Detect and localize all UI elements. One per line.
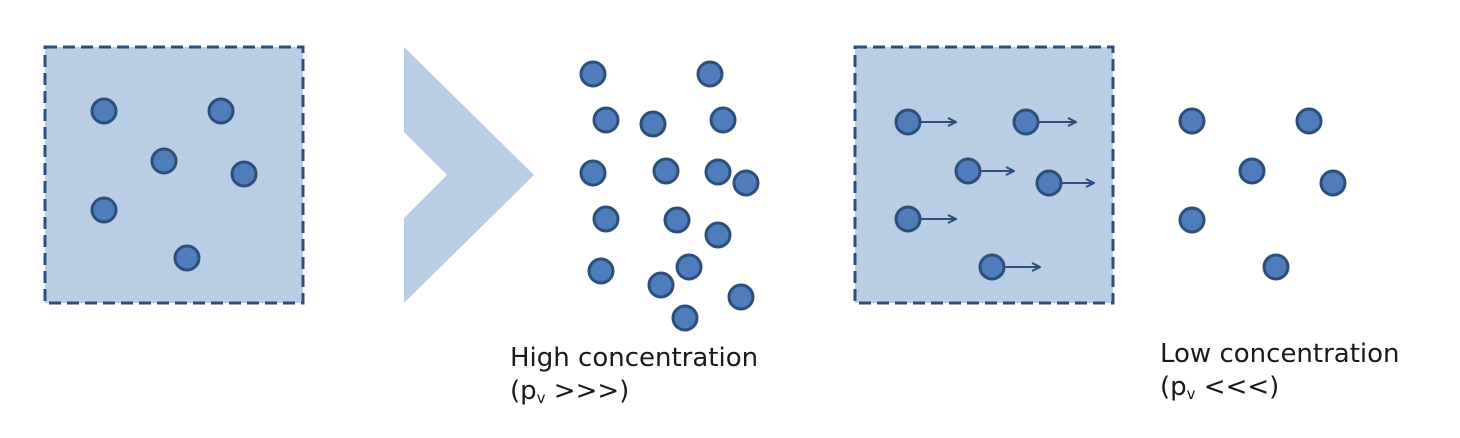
high-concentration-label: High concentration (pv >>>): [510, 342, 758, 408]
molecule: [579, 60, 607, 88]
low-pv-subscript: v: [1186, 385, 1196, 403]
molecule: [1178, 107, 1206, 135]
molecule: [90, 97, 118, 125]
molecule: [675, 253, 703, 281]
molecule: [727, 283, 755, 311]
left-container: [43, 45, 305, 305]
low-pv-prefix: (p: [1160, 372, 1187, 402]
high-pv-subscript: v: [536, 389, 546, 407]
chevron-arrow-icon: [404, 47, 534, 303]
molecule: [1262, 253, 1290, 281]
low-concentration-label: Low concentration (pv <<<): [1160, 338, 1400, 404]
low-pv-suffix: <<<): [1195, 372, 1280, 402]
molecule: [704, 221, 732, 249]
molecule: [587, 257, 615, 285]
molecule: [954, 157, 982, 185]
molecule: [1238, 157, 1266, 185]
molecule: [592, 106, 620, 134]
moving-molecule: [894, 205, 956, 233]
molecule: [732, 169, 760, 197]
low-concentration-molecules: [1178, 107, 1347, 281]
moving-molecule: [978, 253, 1040, 281]
molecule: [647, 271, 675, 299]
moving-molecule: [1035, 169, 1094, 197]
moving-molecule: [1012, 108, 1076, 136]
molecule: [709, 106, 737, 134]
molecule: [1178, 206, 1206, 234]
low-vapor-pressure-label: (pv <<<): [1160, 371, 1400, 404]
moving-molecules: [894, 108, 1094, 281]
molecule: [639, 110, 667, 138]
molecule: [592, 205, 620, 233]
molecule: [230, 160, 258, 188]
high-vapor-pressure-label: (pv >>>): [510, 375, 758, 408]
right-container: [853, 45, 1115, 305]
molecule: [671, 304, 699, 332]
molecule: [978, 253, 1006, 281]
molecule: [663, 206, 691, 234]
molecule: [173, 244, 201, 272]
high-pv-suffix: >>>): [545, 376, 630, 406]
molecule: [696, 60, 724, 88]
molecule: [1295, 107, 1323, 135]
molecule: [150, 147, 178, 175]
moving-molecule: [894, 108, 956, 136]
left-molecules: [90, 97, 258, 272]
molecule: [894, 108, 922, 136]
molecule: [704, 158, 732, 186]
molecule: [579, 159, 607, 187]
moving-molecule: [954, 157, 1014, 185]
molecule: [1012, 108, 1040, 136]
high-concentration-molecules: [579, 60, 760, 332]
high-concentration-title: High concentration: [510, 343, 759, 373]
low-concentration-title: Low concentration: [1160, 339, 1400, 369]
left-container-box: [43, 45, 305, 305]
molecule: [1319, 169, 1347, 197]
molecule: [652, 157, 680, 185]
molecule: [90, 196, 118, 224]
molecule: [207, 97, 235, 125]
high-pv-prefix: (p: [510, 376, 537, 406]
molecule: [894, 205, 922, 233]
molecule: [1035, 169, 1063, 197]
